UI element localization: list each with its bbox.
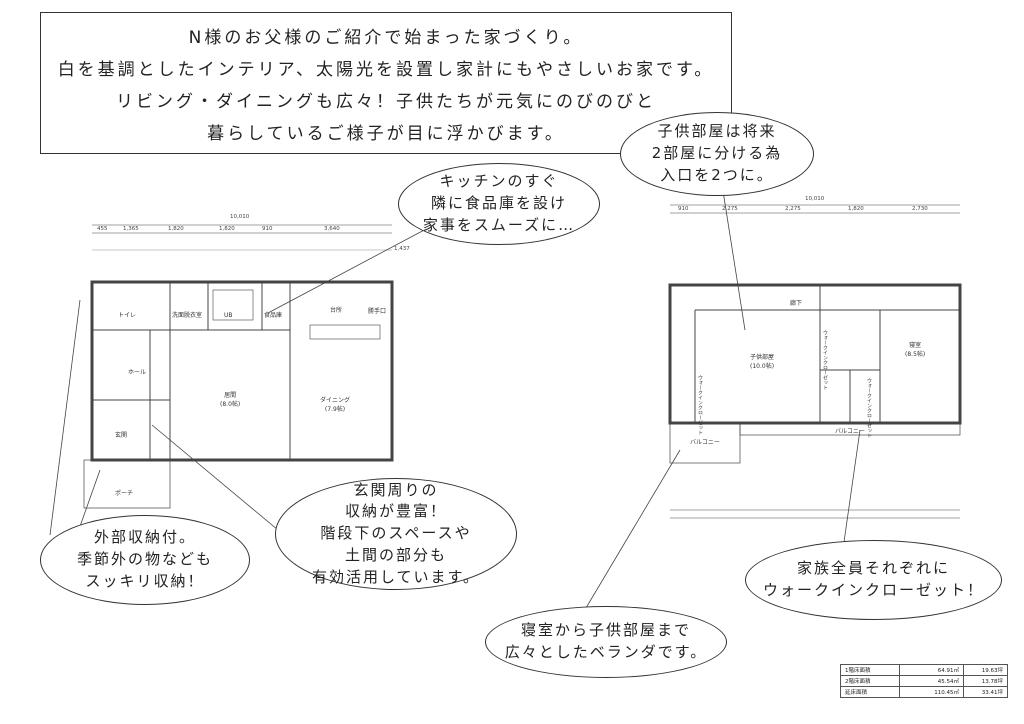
callout-line: 土間の部分も: [344, 545, 447, 564]
floor2-dim: 2,275: [785, 206, 801, 212]
callout-line: 外部収納付。: [93, 528, 196, 547]
callout-line: 入口を2つに。: [660, 165, 774, 184]
floor1-dim: 910: [262, 226, 273, 232]
area-label: 1階床面積: [840, 664, 900, 676]
area-tsubo: 19.63坪: [963, 664, 1008, 676]
room-label: ポーチ: [115, 490, 134, 497]
callout-line: 収納が豊富！: [344, 502, 447, 521]
callout-line: 隣に食品庫を設け: [430, 194, 567, 213]
callout-line: 季節外の物なども: [76, 550, 213, 569]
callout-line: 広々としたベランダです。: [504, 643, 708, 661]
intro-line: リビング・ダイニングも広々！子供たちが元気にのびのびと: [116, 91, 656, 112]
callout-kitchen: キッチンのすぐ 隣に食品庫を設け 家事をスムーズに…: [398, 163, 600, 245]
callout-line: 玄関周りの: [353, 480, 439, 499]
room-label: バルコニー: [835, 428, 865, 435]
room-label: トイレ: [118, 312, 137, 319]
area-sqm: 45.54㎡: [899, 675, 964, 687]
callout-kids-room: 子供部屋は将来 2部屋に分ける為 入口を2つに。: [620, 112, 814, 196]
floor2-plan: [668, 204, 962, 519]
callout-line: キッチンのすぐ: [439, 172, 559, 191]
floor1-total-dim: 10,010: [230, 214, 250, 220]
floor1-plan: [83, 224, 394, 509]
area-label: 延床面積: [840, 686, 900, 698]
callout-entrance: 玄関周りの 収納が豊富！ 階段下のスペースや 土間の部分も 有効活用しています。: [275, 478, 517, 590]
area-tsubo: 33.41坪: [963, 686, 1008, 698]
room-label: ウォークインクローゼット: [697, 375, 703, 435]
room-label: UB: [224, 312, 233, 319]
room-label: 子供部屋 (10.0帖): [750, 354, 775, 370]
callout-line: ウォークインクローゼット！: [762, 581, 984, 599]
room-label: ダイニング (7.9帖): [320, 397, 351, 413]
callout-line: 階段下のスペースや: [320, 524, 472, 543]
callout-line: スッキリ収納！: [85, 571, 205, 590]
intro-line: 暮らしているご様子が目に浮かびます。: [207, 123, 565, 144]
callout-outdoor-storage: 外部収納付。 季節外の物なども スッキリ収納！: [40, 515, 250, 605]
floor1-dim: 455: [97, 226, 108, 232]
area-tsubo: 13.78坪: [963, 675, 1008, 687]
callout-line: 家事をスムーズに…: [422, 215, 576, 234]
callout-line: 2部屋に分ける為: [651, 144, 783, 163]
floor1-dim: 1,820: [168, 226, 184, 232]
intro-line: N様のお父様のご紹介で始まった家づくり。: [188, 27, 584, 48]
area-label: 2階床面積: [840, 675, 900, 687]
room-label: 寝室 (8.5帖): [905, 342, 926, 358]
intro-text-box: N様のお父様のご紹介で始まった家づくり。 白を基調としたインテリア、太陽光を設置…: [40, 12, 732, 154]
floor2-dim: 2,730: [912, 206, 928, 212]
callout-line: 子供部屋は将来: [657, 122, 777, 141]
floor1-extra-dim: 1,437: [394, 246, 410, 252]
callout-veranda: 寝室から子供部屋まで 広々としたベランダです。: [485, 606, 727, 678]
floor1-dim: 1,820: [219, 226, 235, 232]
callout-closet: 家族全員それぞれに ウォークインクローゼット！: [745, 540, 1002, 620]
room-label: ウォークインクローゼット: [866, 378, 872, 438]
room-label: 廊下: [790, 300, 803, 307]
room-label: 食品庫: [264, 312, 283, 319]
floor2-dim: 1,820: [848, 206, 864, 212]
floor1-dim: 3,640: [324, 226, 340, 232]
area-sqm: 64.91㎡: [899, 664, 964, 676]
callout-line: 寝室から子供部屋まで: [520, 621, 691, 640]
room-label: 勝手口: [368, 308, 387, 315]
area-sqm: 110.45㎡: [899, 686, 964, 698]
room-label: バルコニー: [690, 439, 720, 446]
room-label: ホール: [128, 369, 147, 376]
callout-line: 有効活用しています。: [311, 567, 481, 586]
room-label: 台所: [330, 307, 343, 314]
floor2-dim: 910: [678, 206, 689, 212]
callout-line: 家族全員それぞれに: [796, 559, 950, 578]
floor2-dim: 2,275: [722, 206, 738, 212]
intro-line: 白を基調としたインテリア、太陽光を設置し家計にもやさしいお家です。: [57, 59, 715, 80]
floor2-total-dim: 10,010: [805, 196, 825, 202]
room-label: 洗面脱衣室: [172, 312, 203, 319]
room-label: ウォークインクローゼット: [822, 330, 828, 390]
floor1-dim: 1,365: [123, 226, 139, 232]
room-label: 玄関: [115, 432, 128, 439]
room-label: 居間 (8.0帖): [220, 392, 241, 408]
